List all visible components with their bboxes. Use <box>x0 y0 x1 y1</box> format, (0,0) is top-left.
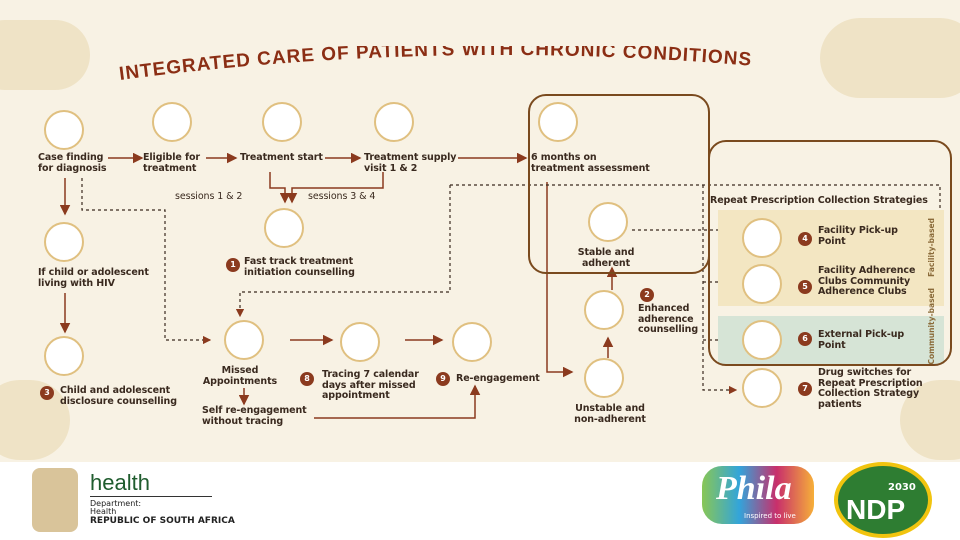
label-adherence-clubs: Facility Adherence Clubs Community Adher… <box>818 265 916 297</box>
label-tracing: Tracing 7 calendar days after missed app… <box>322 369 419 401</box>
adherence-clubs-icon <box>742 264 782 304</box>
badge-8: 8 <box>300 372 314 386</box>
phila-wordmark: Phila <box>716 470 792 507</box>
ndp-logo <box>834 462 932 538</box>
facility-pickup-icon <box>742 218 782 258</box>
badge-5: 5 <box>798 280 812 294</box>
right-hand-shape <box>820 18 960 98</box>
department-text: Department: <box>90 499 142 508</box>
ndp-year: 2030 <box>888 482 916 493</box>
label-sessions-1-2: sessions 1 & 2 <box>175 191 243 202</box>
fast-track-counselling-icon <box>264 208 304 248</box>
enhanced-counselling-icon <box>584 290 624 330</box>
badge-9: 9 <box>436 372 450 386</box>
label-facility-pickup: Facility Pick-up Point <box>818 225 898 247</box>
label-case-finding: Case finding for diagnosis <box>38 152 107 174</box>
treatment-supply-icon <box>374 102 414 142</box>
strategies-heading: Repeat Prescription Collection Strategie… <box>710 195 928 206</box>
eligible-patient-icon <box>152 102 192 142</box>
label-re-engagement: Re-engagement <box>456 373 540 384</box>
repeat-prescription-box <box>708 140 952 366</box>
label-sessions-3-4: sessions 3 & 4 <box>308 191 376 202</box>
label-unstable: Unstable and non-adherent <box>574 403 646 425</box>
bottom-right-hand-shape <box>900 380 960 460</box>
disclosure-counselling-icon <box>44 336 84 376</box>
badge-3: 3 <box>40 386 54 400</box>
badge-2: 2 <box>640 288 654 302</box>
label-disclosure: Child and adolescent disclosure counsell… <box>60 385 177 407</box>
label-enhanced: Enhanced adherence counselling <box>638 303 699 335</box>
coat-of-arms-logo <box>32 468 78 532</box>
treatment-start-icon <box>262 102 302 142</box>
label-external-pickup: External Pick-up Point <box>818 329 905 351</box>
tracing-icon <box>340 322 380 362</box>
country-text: REPUBLIC OF SOUTH AFRICA <box>90 516 235 526</box>
missed-appointments-icon <box>224 320 264 360</box>
badge-4: 4 <box>798 232 812 246</box>
unstable-non-adherent-icon <box>584 358 624 398</box>
left-hand-shape <box>0 20 90 90</box>
re-engagement-icon <box>452 322 492 362</box>
footer-bar: health Department: Health REPUBLIC OF SO… <box>0 462 960 540</box>
department-line <box>90 496 212 497</box>
child-adolescent-hiv-icon <box>44 222 84 262</box>
stable-adherent-icon <box>588 202 628 242</box>
badge-1: 1 <box>226 258 240 272</box>
phila-logo <box>702 466 814 524</box>
external-pickup-icon <box>742 320 782 360</box>
phila-tagline: Inspired to live <box>744 512 796 520</box>
label-missed: Missed Appointments <box>202 365 278 387</box>
label-treatment-start: Treatment start <box>240 152 323 163</box>
label-self-re-engagement: Self re-engagement without tracing <box>202 405 307 427</box>
label-treatment-supply: Treatment supply visit 1 & 2 <box>364 152 457 174</box>
badge-6: 6 <box>798 332 812 346</box>
label-stable: Stable and adherent <box>577 247 635 269</box>
label-drug-switch: Drug switches for Repeat Prescription Co… <box>818 367 923 410</box>
badge-7: 7 <box>798 382 812 396</box>
drug-switch-icon <box>742 368 782 408</box>
diagram-title: INTEGRATED CARE OF PATIENTS WITH CHRONIC… <box>118 46 752 85</box>
health-wordmark: health <box>90 470 150 495</box>
label-fast-track: Fast track treatment initiation counsell… <box>244 256 355 278</box>
bottom-left-hand-shape <box>0 380 70 460</box>
ndp-wordmark: NDP <box>846 494 906 525</box>
health-sub-text: Health <box>90 507 117 516</box>
label-assessment: 6 months on treatment assessment <box>531 152 650 174</box>
case-finding-icon <box>44 110 84 150</box>
label-child-hiv: If child or adolescent living with HIV <box>38 267 149 289</box>
label-eligible: Eligible for treatment <box>143 152 201 174</box>
assessment-calendar-icon <box>538 102 578 142</box>
